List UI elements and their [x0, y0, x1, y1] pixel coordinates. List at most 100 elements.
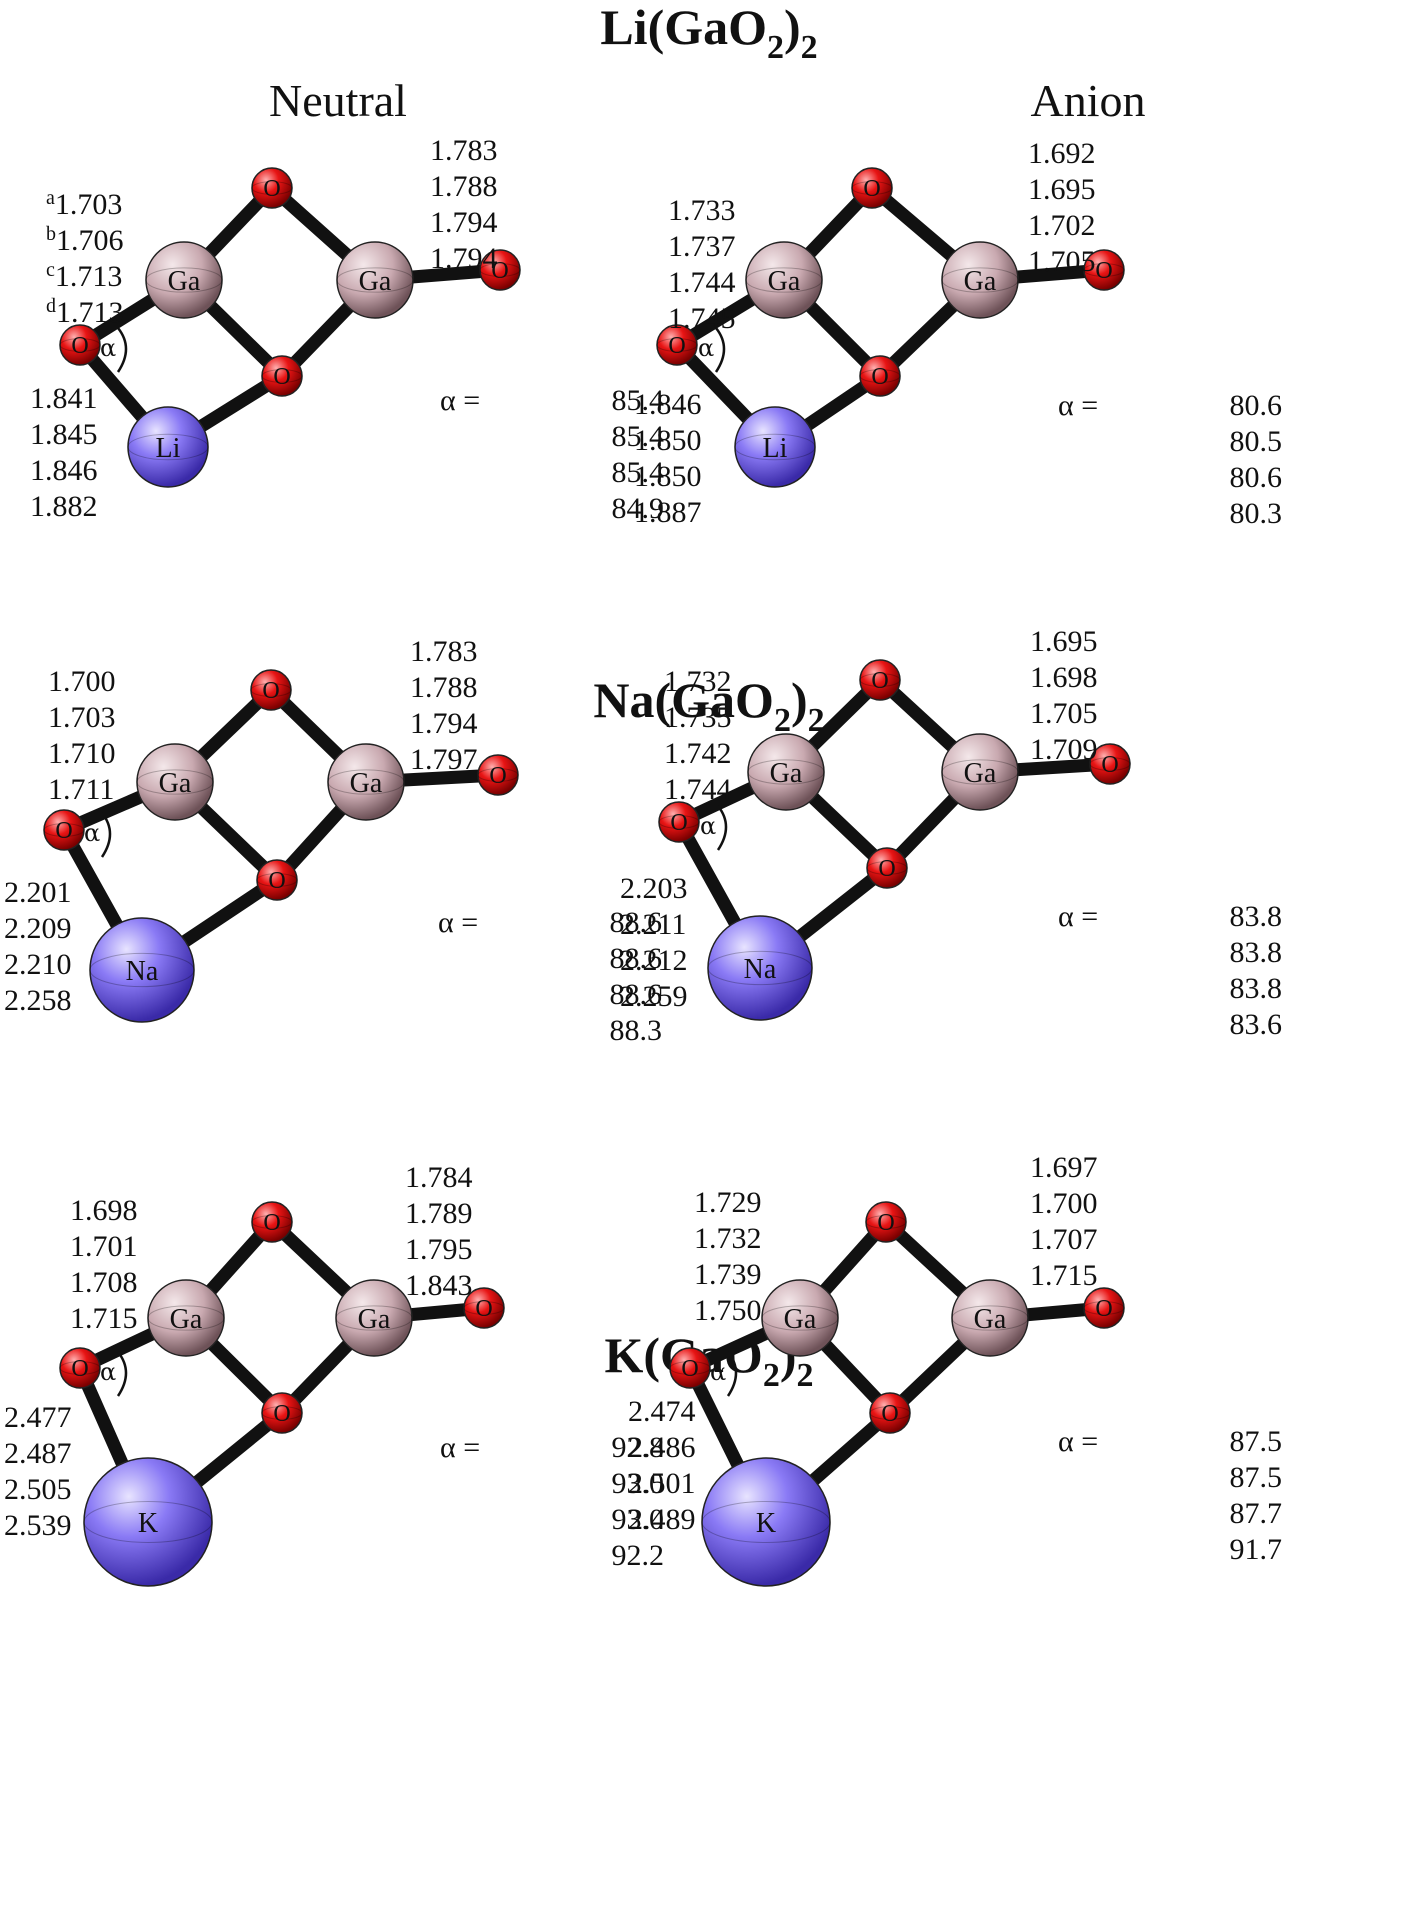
gallium-atom-left-ring — [745, 267, 823, 293]
gallium-atom-right-label: Ga — [964, 266, 997, 297]
oxygen-atom-top-ring — [859, 673, 901, 687]
oxygen-atom-bridge — [866, 847, 908, 889]
gallium-atom-left-label: Ga — [784, 1304, 817, 1335]
alpha-angle-value: 83.8 — [1230, 936, 1283, 969]
oxygen-atom-bridge-label: O — [273, 364, 290, 390]
alpha-angle-value: 87.5 — [1230, 1425, 1283, 1458]
bond-length-alkali-o: 1.850 — [634, 460, 702, 493]
alkali-atom-ring — [127, 433, 209, 461]
oxygen-atom-left-ring — [59, 1361, 101, 1375]
oxygen-atom-terminal-label: O — [1095, 1296, 1112, 1322]
gallium-atom-left — [745, 241, 823, 319]
bond-length-alkali-o: 2.258 — [4, 984, 72, 1017]
gallium-atom-left-label: Ga — [168, 266, 201, 297]
alkali-atom — [701, 1457, 831, 1587]
alpha-prefix: α = — [440, 384, 480, 417]
gallium-atom-right — [327, 743, 405, 821]
bond-length-ga-o-left: 1.715 — [70, 1302, 138, 1335]
oxygen-atom-left — [669, 1347, 711, 1389]
alkali-atom — [127, 406, 209, 488]
alpha-angle-arc — [726, 1351, 738, 1397]
alkali-atom — [707, 915, 813, 1021]
oxygen-atom-bridge-ring — [869, 1406, 911, 1420]
alpha-angle-value: 88.6 — [610, 942, 663, 975]
bond-length-ga-o-terminal: 1.705 — [1028, 245, 1096, 278]
alkali-atom-ring — [701, 1501, 831, 1543]
bond-length-ga-o-terminal: 1.788 — [410, 671, 478, 704]
bond-length-ga-o-terminal: 1.789 — [405, 1197, 473, 1230]
alpha-angle-value: 85.4 — [612, 420, 665, 453]
gallium-atom-left-label: Ga — [170, 1304, 203, 1335]
oxygen-atom-terminal-ring — [463, 1301, 505, 1315]
oxygen-atom-left-label: O — [670, 810, 687, 836]
column-header-anion: Anion — [1031, 75, 1146, 126]
bond-length-alkali-o: 2.474 — [628, 1395, 696, 1428]
alpha-angle-arc — [716, 805, 728, 851]
oxygen-atom-top-ring — [865, 1215, 907, 1229]
oxygen-atom-top — [251, 167, 293, 209]
gallium-atom-right — [335, 1279, 413, 1357]
bond-length-ga-o-left: 1.732 — [664, 665, 732, 698]
bond-length-ga-o-left: 1.742 — [664, 737, 732, 770]
bond-length-alkali-o: 2.539 — [4, 1509, 72, 1542]
gallium-atom-right-ring — [951, 1305, 1029, 1331]
alpha-angle-value: 93.0 — [612, 1503, 665, 1536]
bond-length-ga-o-terminal: 1.700 — [1030, 1187, 1098, 1220]
bond-length-alkali-o: 2.477 — [4, 1401, 72, 1434]
bond-length-ga-o-left: 1.703 — [48, 701, 116, 734]
gallium-atom-left-ring — [145, 267, 223, 293]
oxygen-atom-bridge-label: O — [268, 868, 285, 894]
oxygen-atom-bridge-ring — [261, 369, 303, 383]
alpha-angle-arc — [116, 1351, 128, 1397]
gallium-atom-right-ring — [335, 1305, 413, 1331]
alpha-angle-value: 80.6 — [1230, 389, 1283, 422]
oxygen-atom-bridge-ring — [261, 1406, 303, 1420]
alpha-angle-symbol: α — [710, 1358, 726, 1386]
bond-length-alkali-o: 1.846 — [634, 388, 702, 421]
bond-length-ga-o-left: 1.701 — [70, 1230, 138, 1263]
gallium-atom-right-ring — [336, 267, 414, 293]
oxygen-atom-top-ring — [851, 181, 893, 195]
oxygen-atom-bridge-ring — [256, 873, 298, 887]
bond-length-ga-o-left: 1.745 — [668, 302, 736, 335]
alpha-angle-value: 84.9 — [612, 492, 665, 525]
alpha-angle-symbol: α — [100, 1358, 116, 1386]
alpha-angle-value: 85.4 — [612, 456, 665, 489]
bond-length-ga-o-terminal: 1.783 — [430, 134, 498, 167]
oxygen-atom-terminal-ring — [1089, 757, 1131, 771]
bond-length-alkali-o: 2.209 — [4, 912, 72, 945]
bond-length-ga-o-left: a1.703 — [46, 187, 122, 221]
bond-length-alkali-o: 1.845 — [30, 418, 98, 451]
bond-length-alkali-o: 1.841 — [30, 382, 98, 415]
oxygen-atom-top-label: O — [871, 668, 888, 694]
bond-length-ga-o-left: 1.750 — [694, 1294, 762, 1327]
bond-length-ga-o-left: 1.732 — [694, 1222, 762, 1255]
alkali-atom-ring — [83, 1501, 213, 1543]
oxygen-atom-terminal-ring — [1083, 1301, 1125, 1315]
alpha-angle-value: 93.0 — [612, 1467, 665, 1500]
oxygen-atom-terminal-label: O — [1101, 752, 1118, 778]
bond-length-ga-o-terminal: 1.797 — [410, 743, 478, 776]
oxygen-atom-bridge-ring — [866, 861, 908, 875]
bond-length-alkali-o: 1.887 — [634, 496, 702, 529]
alkali-atom-label: K — [756, 1508, 776, 1539]
molecule-title-li: Li(GaO2)2 — [600, 0, 817, 66]
alpha-angle-symbol: α — [84, 819, 100, 847]
bond-length-ga-o-left: 1.744 — [668, 266, 736, 299]
alpha-angle-value: 92.8 — [612, 1431, 665, 1464]
bond-length-ga-o-left: 1.698 — [70, 1194, 138, 1227]
bond-length-alkali-o: 2.501 — [628, 1467, 696, 1500]
oxygen-atom-bridge-label: O — [878, 856, 895, 882]
bond-length-ga-o-terminal: 1.692 — [1028, 137, 1096, 170]
alkali-atom-ring — [89, 952, 195, 988]
oxygen-atom-top-label: O — [863, 176, 880, 202]
oxygen-atom-left-label: O — [71, 1356, 88, 1382]
oxygen-atom-terminal-ring — [1083, 263, 1125, 277]
alkali-atom-ring — [707, 950, 813, 986]
bond-length-ga-o-left: 1.735 — [664, 701, 732, 734]
alpha-prefix: α = — [440, 1431, 480, 1464]
oxygen-atom-top-label: O — [263, 176, 280, 202]
